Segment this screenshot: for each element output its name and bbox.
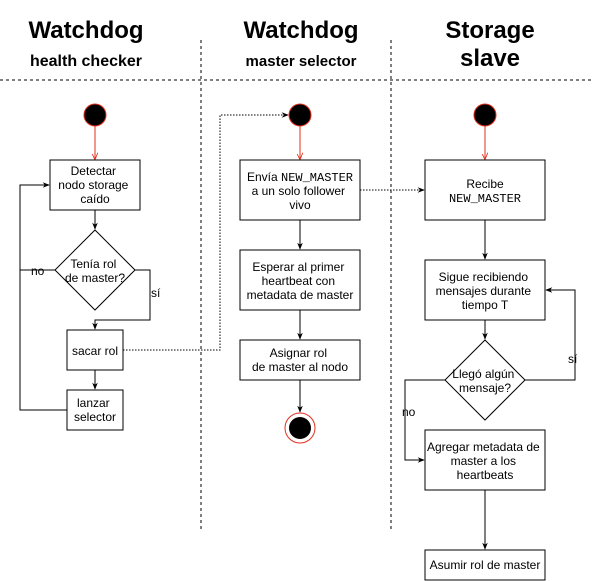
lane2-end-node xyxy=(284,412,316,444)
msg-decision-yes-label: sí xyxy=(568,352,578,366)
lane1-title: Watchdog xyxy=(28,17,143,44)
svg-text:a un solo follower vivo: a un solo follower vivo xyxy=(252,184,349,212)
svg-text:Agregar metadata de mast: Agregar metadata de master a los heartbe… xyxy=(427,440,543,482)
wait-label-3: metadata de master xyxy=(247,288,354,302)
remove-role-label: sacar rol xyxy=(72,344,118,358)
add-label-2: master a los xyxy=(451,454,516,468)
msg-decision-no-label: no xyxy=(402,405,416,419)
assume-master-node[interactable]: Asumir rol de master xyxy=(424,549,546,581)
msg-decision-no-edge xyxy=(404,379,445,463)
assume-label: Asumir rol de master xyxy=(430,558,541,572)
send-label-3: vivo xyxy=(289,198,311,212)
send-label-2: a un solo follower xyxy=(252,184,345,198)
add-label-3: heartbeats xyxy=(457,468,514,482)
add-metadata-node[interactable]: Agregar metadata de master a los heartbe… xyxy=(424,429,546,491)
svg-text:lanzar selector: lanzar selector xyxy=(74,396,116,424)
detect-label-1: Detectar xyxy=(71,164,116,178)
launch-label-2: selector xyxy=(74,410,116,424)
lane2-title: Watchdog xyxy=(243,17,358,44)
assign-label-2: de master al nodo xyxy=(252,360,348,374)
detect-label-2: nodo storage xyxy=(58,178,128,192)
launch-label-1: lanzar xyxy=(77,396,110,410)
assign-label-1: Asignar rol xyxy=(270,346,327,360)
add-label-1: Agregar metadata de xyxy=(427,440,540,454)
send-label-code: NEW_MASTER xyxy=(281,171,353,185)
decision-no-edge xyxy=(19,182,55,271)
msg-decision-label-2: mensaje? xyxy=(459,381,511,395)
svg-text:Sigue recibiendo mensaje: Sigue recibiendo mensajes durante tiempo… xyxy=(436,270,535,312)
receive-label-1: Recibe xyxy=(466,177,504,191)
lane3-subtitle: slave xyxy=(460,45,520,72)
lane2-start-node xyxy=(288,103,312,127)
svg-text:Detectar nodo storage: Detectar nodo storage caído xyxy=(58,164,131,206)
svg-text:Llegó algún mensaje?: Llegó algún mensaje? xyxy=(452,367,517,395)
decision-label-2: de master? xyxy=(65,271,125,285)
keep-label-2: mensajes durante xyxy=(436,284,532,298)
master-decision-node[interactable]: Tenía rol de master? xyxy=(54,229,136,311)
msg-decision-yes-edge xyxy=(525,287,576,381)
wait-label-2: heartbeat con xyxy=(262,274,335,288)
send-label-line1: Envía NEW_MASTER xyxy=(247,170,353,185)
detect-label-3: caído xyxy=(80,192,110,206)
keep-label-1: Sigue recibiendo xyxy=(439,270,529,284)
lane3-start-node xyxy=(473,103,497,127)
lane2-subtitle: master selector xyxy=(246,53,357,70)
lane1-to-lane2-edge xyxy=(123,112,289,351)
lane1-subtitle: health checker xyxy=(30,53,142,70)
decision-yes-label: sí xyxy=(151,286,161,300)
detect-node[interactable]: Detectar nodo storage caído xyxy=(49,159,141,211)
assign-role-node[interactable]: Asignar rol de master al nodo xyxy=(239,339,361,381)
message-decision-node[interactable]: Llegó algún mensaje? xyxy=(444,339,526,421)
receive-node[interactable]: Recibe NEW_MASTER xyxy=(424,159,546,221)
keep-label-3: tiempo T xyxy=(462,298,509,312)
svg-text:Asignar rol de master al: Asignar rol de master al nodo xyxy=(252,346,348,374)
send-label-prefix: Envía xyxy=(247,170,281,184)
lane1-start-node xyxy=(83,103,107,127)
svg-text:Tenía rol de master?: Tenía rol de master? xyxy=(65,257,125,285)
launch-selector-node[interactable]: lanzar selector xyxy=(66,389,124,431)
send-new-master-node[interactable]: Envía NEW_MASTER a un solo follower vivo xyxy=(239,159,361,221)
receive-label-code: NEW_MASTER xyxy=(449,192,521,206)
lane3-title: Storage xyxy=(445,17,534,44)
decision-no-label: no xyxy=(31,264,45,278)
decision-yes-edge xyxy=(92,269,151,330)
wait-heartbeat-node[interactable]: Esperar al primer heartbeat con metadata… xyxy=(239,249,361,311)
remove-role-node[interactable]: sacar rol xyxy=(66,329,124,371)
svg-text:Esperar al primer heartb: Esperar al primer heartbeat con metadata… xyxy=(247,260,354,302)
keep-receiving-node[interactable]: Sigue recibiendo mensajes durante tiempo… xyxy=(424,259,546,321)
launch-loop-edge xyxy=(19,270,67,411)
msg-decision-label-1: Llegó algún xyxy=(452,367,514,381)
wait-label-1: Esperar al primer xyxy=(252,260,344,274)
decision-label-1: Tenía rol xyxy=(70,257,116,271)
